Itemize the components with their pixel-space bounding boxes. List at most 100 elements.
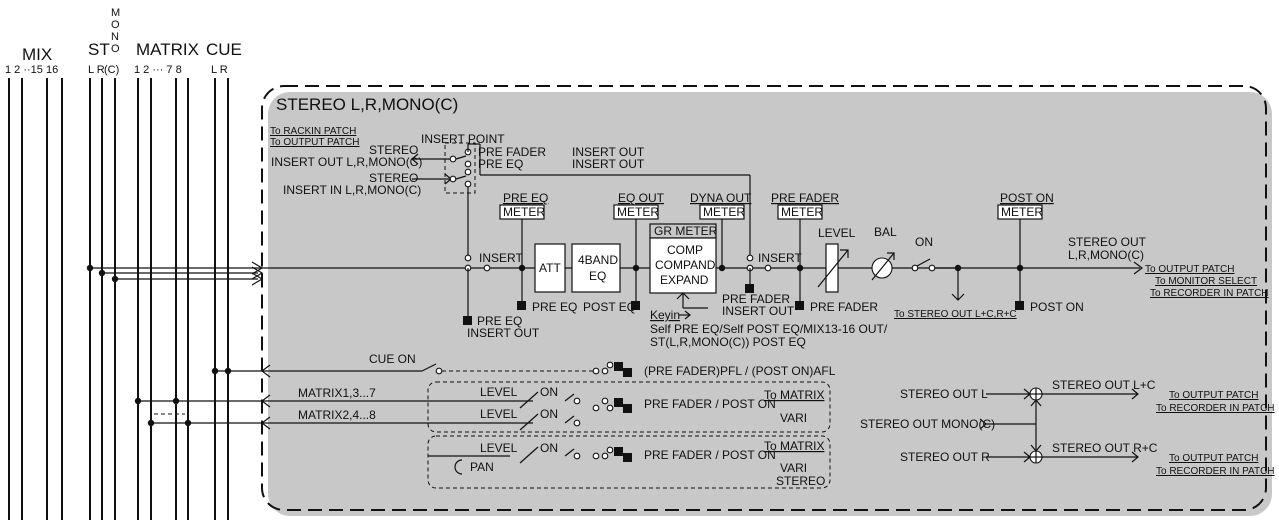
matrix-level-2: LEVEL bbox=[480, 407, 518, 421]
level-label: LEVEL bbox=[818, 226, 856, 240]
cue-bus-title: CUE bbox=[206, 40, 242, 59]
panel-title: STEREO L,R,MONO(C) bbox=[276, 95, 458, 114]
mono-letter-3: N bbox=[111, 31, 119, 43]
mix-bus-title: MIX bbox=[22, 45, 52, 64]
stereo-insert-out-sub: INSERT OUT L,R,MONO(C) bbox=[271, 155, 422, 169]
bus-lines bbox=[8, 78, 229, 520]
st-bus-channels: L R bbox=[88, 64, 105, 76]
st-bus-title: ST bbox=[88, 40, 110, 59]
to-output-patch-rc: To OUTPUT PATCH bbox=[1169, 453, 1258, 464]
to-recorder-lc: To RECORDER IN PATCH bbox=[1156, 403, 1275, 414]
stereo-out-label-1: STEREO OUT bbox=[1068, 235, 1147, 249]
insert-out-1-label: INSERT OUT bbox=[572, 145, 645, 159]
matrix-stereo: STEREO bbox=[776, 474, 825, 488]
matrix-on-2: ON bbox=[540, 407, 558, 421]
keyin-source-1: Self PRE EQ/Self POST EQ/MIX13-16 OUT/ bbox=[650, 322, 888, 336]
pre-eq-meter-label: PRE EQ bbox=[503, 191, 548, 205]
post-on-meter-label: POST ON bbox=[1000, 191, 1054, 205]
cue-bus-channels: L R bbox=[211, 64, 228, 76]
keyin-source-2: ST(L,R,MONO(C)) POST EQ bbox=[650, 335, 806, 349]
panel-shadow bbox=[268, 92, 1272, 516]
matrix-stereo-send-box bbox=[427, 435, 831, 489]
insert-point-label: INSERT POINT bbox=[421, 132, 505, 146]
mono-letter-1: M bbox=[111, 7, 120, 19]
mono-letter-2: O bbox=[111, 19, 120, 31]
st-out-l-in: STEREO OUT L bbox=[900, 387, 988, 401]
matrix-bus-channels: 1 2 ··· 7 8 bbox=[134, 64, 182, 76]
matrix-send-box bbox=[427, 381, 831, 433]
eq-label-2: EQ bbox=[589, 269, 606, 283]
pre-eq-tap-label: PRE EQ bbox=[532, 300, 577, 314]
gr-meter-label: GR METER bbox=[654, 224, 718, 238]
eq-block bbox=[571, 243, 621, 293]
matrix-level-3: LEVEL bbox=[480, 441, 518, 455]
pre-eq-ins-out-2: INSERT OUT bbox=[467, 326, 540, 340]
matrix-level-1: LEVEL bbox=[480, 385, 518, 399]
insert-out-2-label: INSERT OUT bbox=[572, 157, 645, 171]
eq-label-1: 4BAND bbox=[578, 253, 618, 267]
mono-letter-4: O bbox=[111, 43, 120, 55]
keyin-label: Keyin bbox=[650, 308, 680, 322]
matrix-pf-post-2: PRE FADER / POST ON bbox=[644, 448, 776, 462]
pre-fader-ins-out-1: PRE FADER bbox=[722, 292, 790, 306]
eq-out-meter-label: EQ OUT bbox=[618, 191, 665, 205]
to-rackin-patch: To RACKIN PATCH bbox=[270, 126, 356, 137]
to-output-patch-main: To OUTPUT PATCH bbox=[1145, 264, 1234, 275]
matrix-to-matrix-2: To MATRIX bbox=[764, 439, 824, 453]
matrix-row1-label: MATRIX1,3...7 bbox=[298, 386, 376, 400]
stereo-insert-in-sub: INSERT IN L,R,MONO(C) bbox=[283, 183, 421, 197]
insert-point-box bbox=[444, 142, 476, 194]
pre-fader-meter-label: PRE FADER bbox=[771, 191, 839, 205]
pre-eq-meter-text: METER bbox=[503, 205, 545, 219]
on-label: ON bbox=[915, 235, 933, 249]
matrix-vari-2: VARI bbox=[780, 461, 807, 475]
insert-1-label: INSERT bbox=[479, 251, 523, 265]
eq-out-meter-text: METER bbox=[617, 205, 659, 219]
stereo-insert-out-label: STEREO bbox=[369, 143, 418, 157]
matrix-vari: VARI bbox=[780, 411, 807, 425]
pre-eq-ins-label: PRE EQ bbox=[478, 157, 523, 171]
matrix-bus-title: MATRIX bbox=[136, 40, 199, 59]
to-stereo-out-lcr: To STEREO OUT L+C,R+C bbox=[894, 309, 1017, 320]
insert-2-label: INSERT bbox=[758, 251, 802, 265]
post-on-meter-text: METER bbox=[1001, 205, 1043, 219]
bal-label: BAL bbox=[874, 225, 897, 239]
matrix-row2-label: MATRIX2,4...8 bbox=[298, 408, 376, 422]
matrix-to-matrix: To MATRIX bbox=[764, 388, 824, 402]
to-output-patch-ins: To OUTPUT PATCH bbox=[270, 137, 359, 148]
pre-fader-tap-label: PRE FADER bbox=[810, 300, 878, 314]
matrix-on-1: ON bbox=[540, 385, 558, 399]
cue-afl-label: (PRE FADER)PFL / (POST ON)AFL bbox=[644, 364, 836, 378]
post-on-tap-label: POST ON bbox=[1030, 300, 1084, 314]
pre-fader-ins-out-2: INSERT OUT bbox=[722, 304, 795, 318]
level-fader bbox=[825, 243, 839, 293]
matrix-pf-post: PRE FADER / POST ON bbox=[644, 397, 776, 411]
matrix-pan: PAN bbox=[470, 460, 494, 474]
comp-label-3: EXPAND bbox=[660, 273, 709, 287]
stereo-panel bbox=[261, 85, 1267, 511]
st-out-r-in: STEREO OUT R bbox=[900, 450, 990, 464]
to-recorder-rc: To RECORDER IN PATCH bbox=[1156, 466, 1275, 477]
matrix-on-3: ON bbox=[540, 441, 558, 455]
st-out-rc-label: STEREO OUT R+C bbox=[1052, 441, 1158, 455]
to-recorder-main: To RECORDER IN PATCH bbox=[1150, 288, 1269, 299]
post-eq-tap-label: POST EQ bbox=[583, 300, 636, 314]
cue-on-label: CUE ON bbox=[369, 352, 416, 366]
dyna-out-meter-label: DYNA OUT bbox=[690, 191, 752, 205]
att-label: ATT bbox=[539, 261, 561, 275]
dyna-out-meter-text: METER bbox=[703, 205, 745, 219]
stereo-out-label-2: L,R,MONO(C) bbox=[1068, 248, 1144, 262]
comp-label-2: COMPAND bbox=[655, 258, 716, 272]
st-out-mono-in: STEREO OUT MONO(C) bbox=[860, 417, 995, 431]
pan-symbol bbox=[454, 459, 463, 475]
to-monitor-select: To MONITOR SELECT bbox=[1155, 276, 1257, 287]
stereo-insert-in-label: STEREO bbox=[369, 171, 418, 185]
to-output-patch-lc: To OUTPUT PATCH bbox=[1169, 390, 1258, 401]
pre-fader-meter-text: METER bbox=[781, 205, 823, 219]
att-block bbox=[534, 243, 566, 293]
pre-fader-ins-label: PRE FADER bbox=[478, 145, 546, 159]
st-out-lc-label: STEREO OUT L+C bbox=[1052, 378, 1156, 392]
pre-eq-ins-out-1: PRE EQ bbox=[477, 314, 522, 328]
mix-bus-channels: 1 2 ··15 16 bbox=[5, 64, 58, 76]
